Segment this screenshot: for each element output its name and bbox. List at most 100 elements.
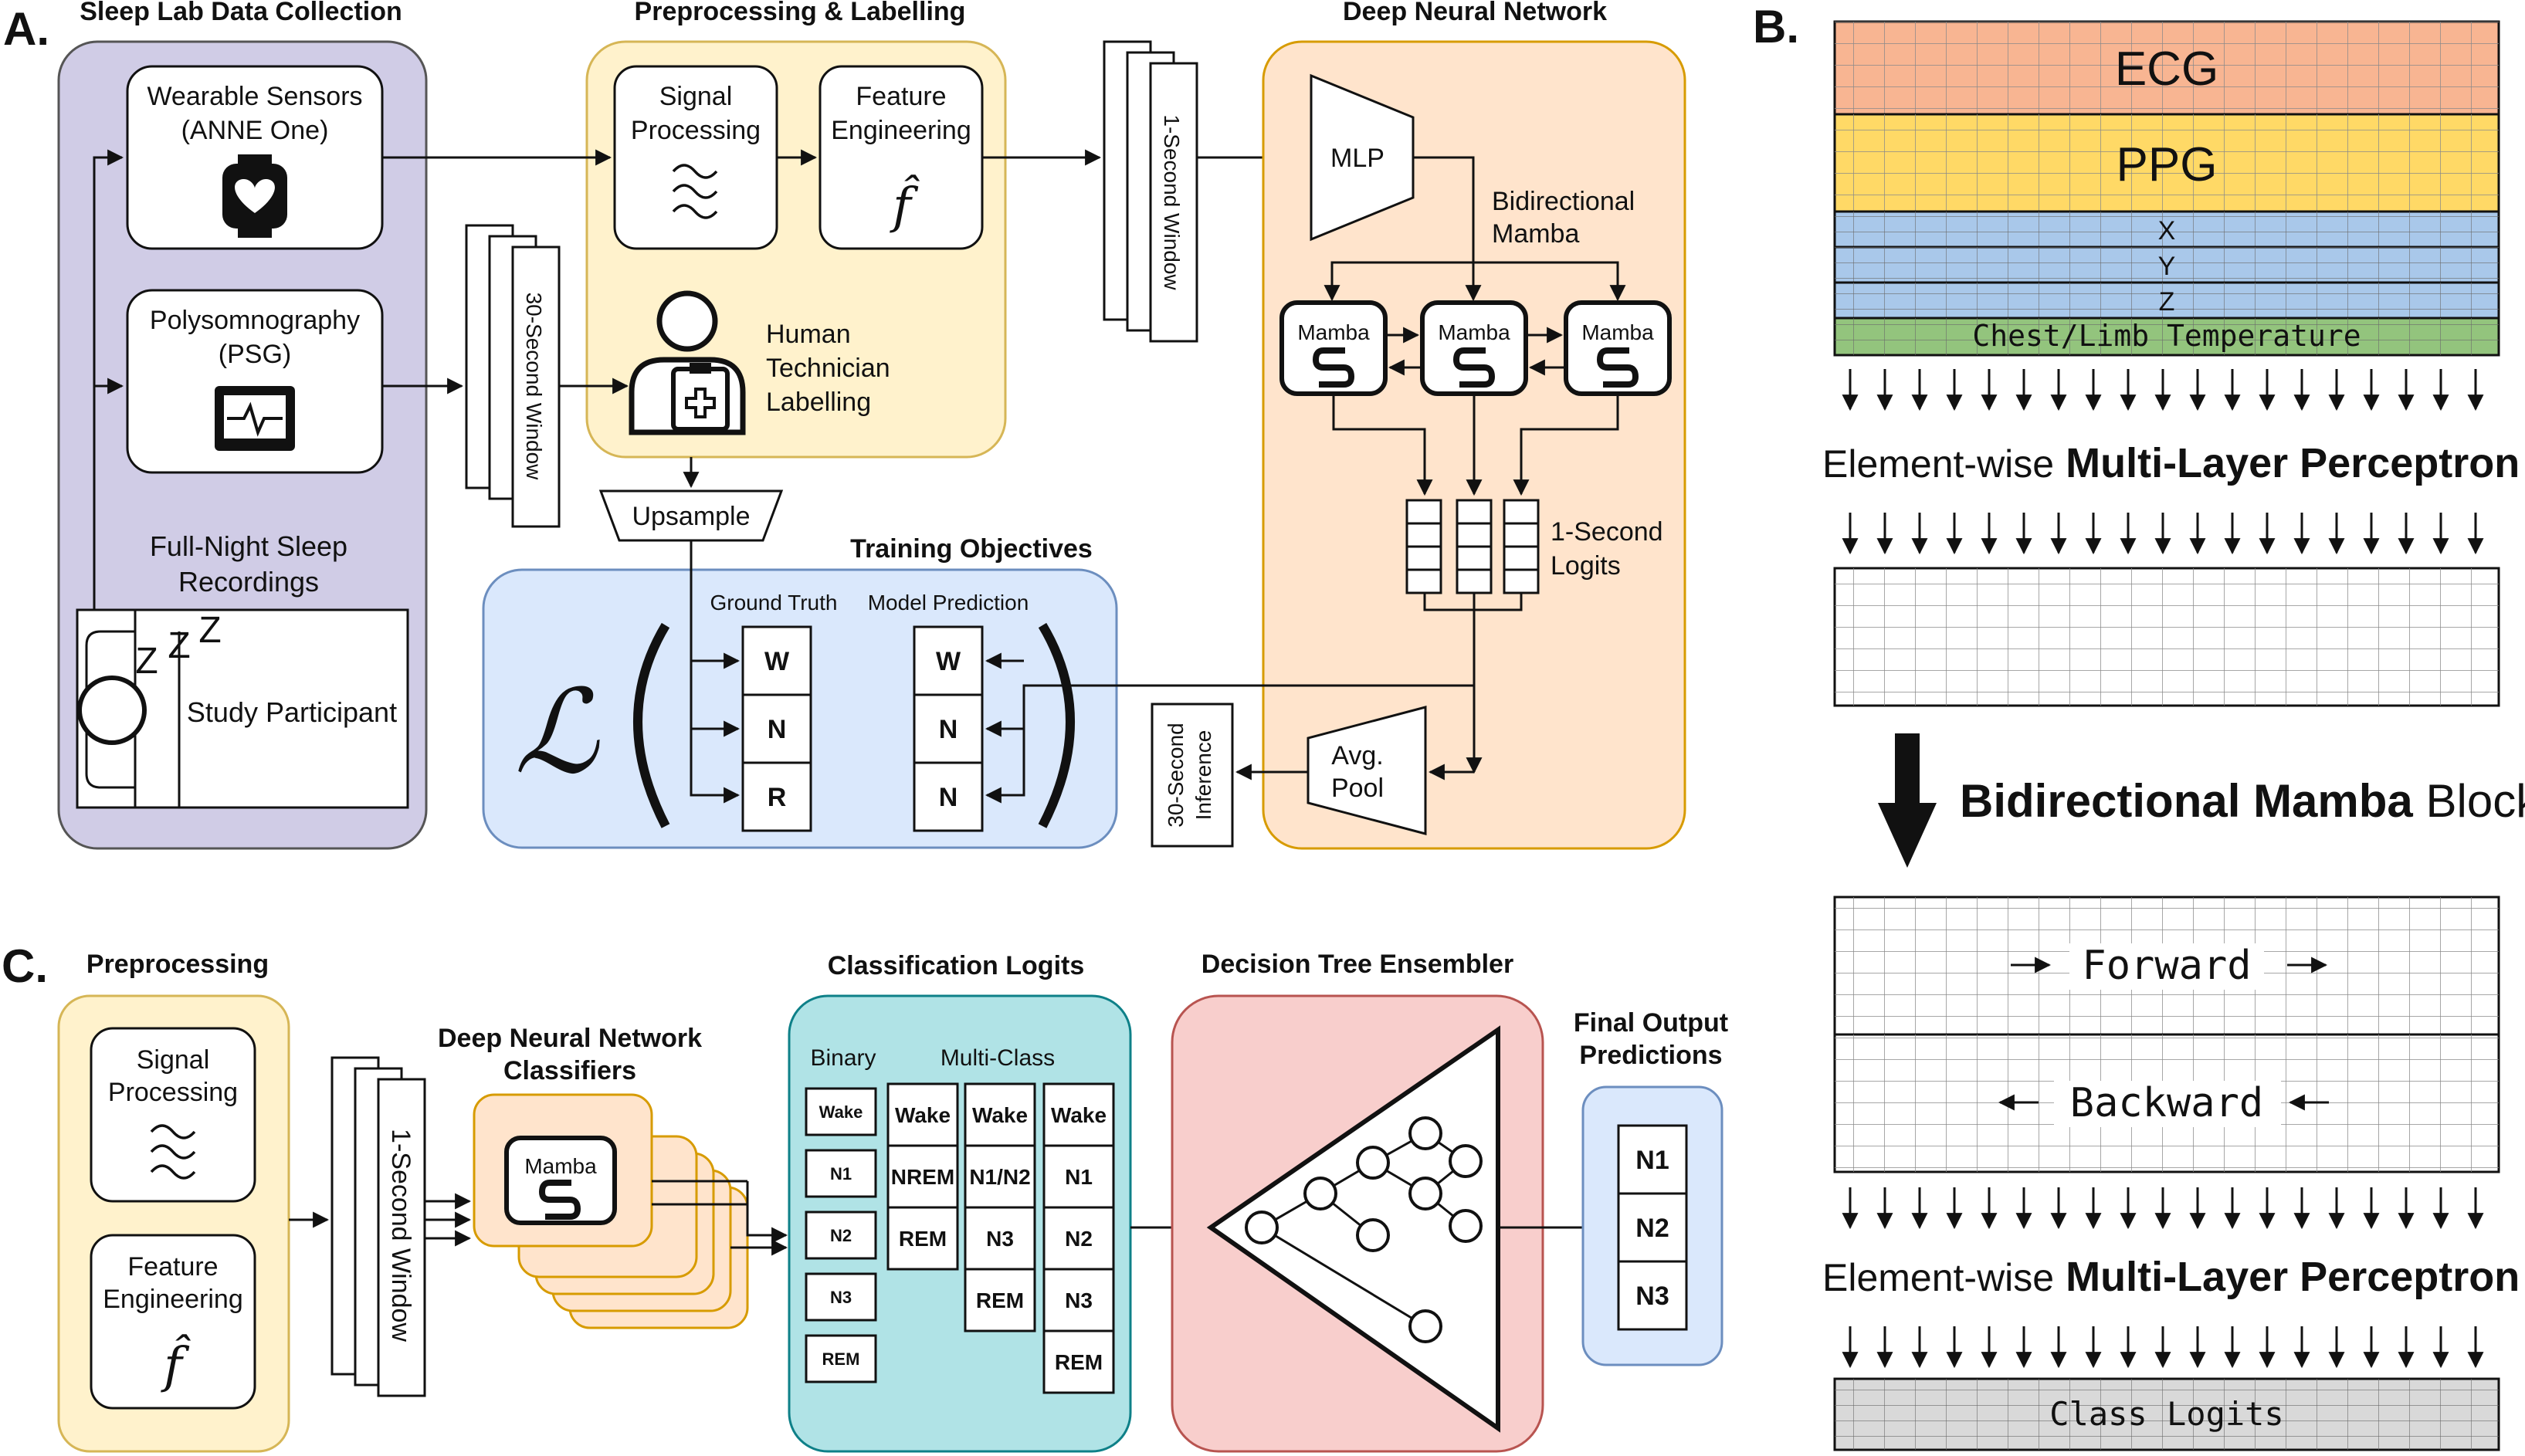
- loss-symbol: ℒ: [514, 665, 600, 800]
- logit-cell-label: N2: [1065, 1227, 1093, 1251]
- logit-cell: [964, 1268, 1036, 1332]
- logit-cell: [805, 1149, 877, 1198]
- gt-cell-n: [741, 693, 812, 764]
- svg-text:N: N: [939, 783, 958, 812]
- inference-box: 30-Second Inference: [1151, 703, 1234, 848]
- panel-label-c: C.: [2, 940, 48, 992]
- logit-cell-label: Wake: [819, 1102, 863, 1122]
- bed-participant-illustration: Study Participant Z Z Z: [76, 608, 409, 809]
- svg-text:N: N: [768, 715, 787, 744]
- svg-text:R: R: [768, 783, 787, 812]
- participant-label: Study Participant: [187, 696, 397, 728]
- c-signal-box: [90, 1027, 256, 1203]
- svg-text:PPG: PPG: [2117, 138, 2218, 191]
- arrow-row-3: [1842, 1187, 2484, 1230]
- svg-text:Binary: Binary: [810, 1045, 876, 1071]
- mamba-block-2: Mamba: [1420, 300, 1528, 396]
- avgpool-label-1: Avg.: [1331, 741, 1383, 770]
- logit-cell: [1617, 1260, 1688, 1331]
- bed-frame: [76, 608, 409, 809]
- svg-text:Mamba: Mamba: [1438, 320, 1510, 344]
- svg-text:Chest/Limb Temperature: Chest/Limb Temperature: [1972, 319, 2361, 353]
- smartwatch-icon: [222, 154, 287, 238]
- logit-cell-label: REM: [822, 1349, 860, 1369]
- svg-text:Feature: Feature: [127, 1252, 218, 1282]
- logit-cell: [1042, 1206, 1115, 1271]
- sleep-lab-title: Sleep Lab Data Collection: [80, 0, 402, 26]
- logit-cell: [1617, 1192, 1688, 1263]
- inference-label-1: 30-Second: [1164, 723, 1188, 827]
- logit-cell: [964, 1144, 1036, 1209]
- avgpool-trapezoid: [1307, 706, 1427, 835]
- svg-text:Mamba: Mamba: [1297, 320, 1370, 344]
- c-preprocessing-title: Preprocessing: [86, 950, 269, 979]
- logit-cell: [1042, 1329, 1115, 1394]
- svg-text:Mamba: Mamba: [524, 1154, 597, 1178]
- technician-label-2: Technician: [766, 354, 890, 383]
- c-feature-box: [90, 1234, 256, 1410]
- logit-cell: [886, 1082, 959, 1147]
- logits-label-1: 1-Second: [1551, 517, 1663, 547]
- upsample-label: Upsample: [632, 502, 750, 531]
- logits-label-2: Logits: [1551, 551, 1621, 581]
- tree-nodes: [1245, 1116, 1483, 1343]
- logit-cell-label: N2: [1635, 1214, 1669, 1243]
- participant-head-icon: [77, 676, 147, 745]
- logit-cell-label: N1: [1635, 1146, 1669, 1175]
- svg-text:X: X: [2158, 216, 2176, 245]
- svg-text:Z: Z: [2159, 287, 2175, 317]
- technician-label-3: Labelling: [766, 388, 871, 417]
- upsample-trapezoid: [598, 489, 784, 542]
- logit-cell-label: REM: [976, 1288, 1024, 1312]
- window-30s-label: 30-Second Window: [522, 293, 546, 481]
- panel-b-group: ECG PPG X Y Z Chest/Limb Temperature Ele…: [1822, 20, 2525, 1451]
- logit-cell-label: N1: [830, 1164, 852, 1183]
- svg-text:Signal: Signal: [137, 1045, 210, 1075]
- logit-cell-label: Wake: [895, 1103, 951, 1127]
- arrow-row-4: [1842, 1326, 2484, 1369]
- bimamba-label-2: Mamba: [1492, 219, 1579, 249]
- logit-cell: [886, 1144, 959, 1209]
- svg-text:W: W: [936, 647, 961, 676]
- snore-z-1: Z: [135, 641, 158, 682]
- panel-label-a: A.: [3, 3, 49, 55]
- logit-cell: [805, 1334, 877, 1383]
- sleep-lab-group: Sleep Lab Data Collection Wearable Senso…: [57, 0, 428, 850]
- c-wave-icon: [150, 1124, 196, 1180]
- panel-c-group: Preprocessing Signal Processing Feature …: [57, 950, 1728, 1453]
- snake-icon: [1452, 347, 1496, 388]
- forward-label: Forward: [2082, 943, 2251, 989]
- wearable-label-2: (ANNE One): [181, 116, 329, 145]
- logit-cell-label: N2: [830, 1226, 852, 1245]
- mlp-label: MLP: [1330, 144, 1385, 173]
- training-title: Training Objectives: [850, 534, 1093, 564]
- wave-icon: [672, 164, 718, 219]
- mlp-title-1: Element-wise Multi-Layer Perceptron (MLP…: [1822, 440, 2525, 486]
- c-window-label: 1-Second Window: [386, 1129, 415, 1342]
- logit-cell-label: N1: [1065, 1165, 1093, 1189]
- logit-cell: [1042, 1268, 1115, 1332]
- logits-columns: [1405, 499, 1540, 594]
- preprocessing-group: Preprocessing & Labelling Signal Process…: [585, 0, 1007, 542]
- psg-box: [126, 289, 384, 474]
- pred-cell-w: [913, 625, 984, 696]
- svg-text:Predictions: Predictions: [1579, 1041, 1722, 1070]
- gt-cell-r: [741, 761, 812, 832]
- dnn-title: Deep Neural Network: [1343, 0, 1607, 26]
- snore-z-3: Z: [198, 610, 221, 651]
- class-logits-label: Class Logits: [2049, 1395, 2283, 1433]
- logit-cell-label: N3: [1065, 1288, 1093, 1312]
- panel-label-b: B.: [1753, 1, 1799, 52]
- logit-cell-label: N3: [1635, 1282, 1669, 1311]
- classifier-stack: Mamba: [473, 1093, 749, 1329]
- arrow-row-2: [1842, 513, 2484, 555]
- preprocessing-title: Preprocessing & Labelling: [635, 0, 966, 26]
- svg-text:Multi-Class: Multi-Class: [941, 1045, 1055, 1071]
- recordings-label-2: Recordings: [178, 566, 319, 598]
- mlp-title-2: Element-wise Multi-Layer Perceptron (MLP…: [1822, 1254, 2525, 1300]
- ensembler-title: Decision Tree Ensembler: [1201, 950, 1513, 979]
- svg-text:Mamba: Mamba: [1581, 320, 1654, 344]
- wearable-label-1: Wearable Sensors: [147, 82, 362, 111]
